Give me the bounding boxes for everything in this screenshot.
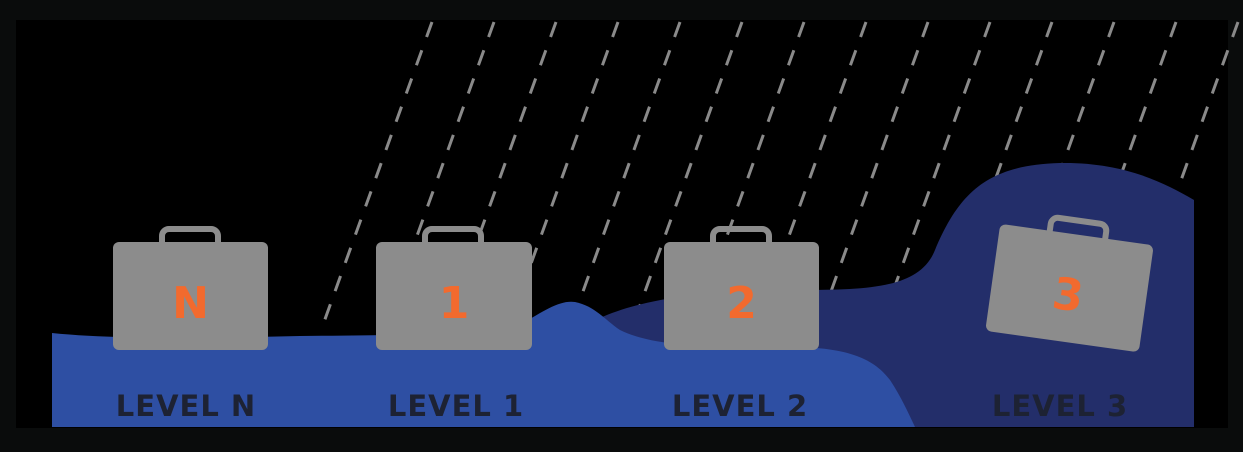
- suitcase-badge: N: [172, 278, 209, 329]
- rain-streak: [319, 21, 434, 331]
- level-label-n: LEVEL N: [116, 389, 256, 423]
- suitcase-icon: [664, 226, 819, 350]
- rain-streak: [629, 21, 744, 331]
- suitcase-icon: [986, 214, 1153, 352]
- suitcase-level-1: 1: [376, 226, 532, 350]
- rain-streak: [815, 21, 930, 331]
- shallow-water-wave: [52, 301, 915, 427]
- suitcase-icon: [376, 226, 532, 350]
- level-label-3: LEVEL 3: [992, 389, 1128, 423]
- suitcase-level-2: 2: [664, 226, 819, 350]
- suitcase-icon: [113, 226, 268, 350]
- suitcase-level-n: N: [113, 226, 268, 350]
- suitcase-badge: 2: [726, 278, 757, 329]
- suitcase-badge: 3: [1049, 268, 1086, 323]
- rain-streak: [567, 21, 682, 331]
- level-label-2: LEVEL 2: [672, 389, 808, 423]
- suitcase-level-3: 3: [986, 214, 1153, 352]
- level-label-1: LEVEL 1: [388, 389, 524, 423]
- rain-streak: [877, 21, 992, 331]
- suitcase-badge: 1: [439, 278, 470, 329]
